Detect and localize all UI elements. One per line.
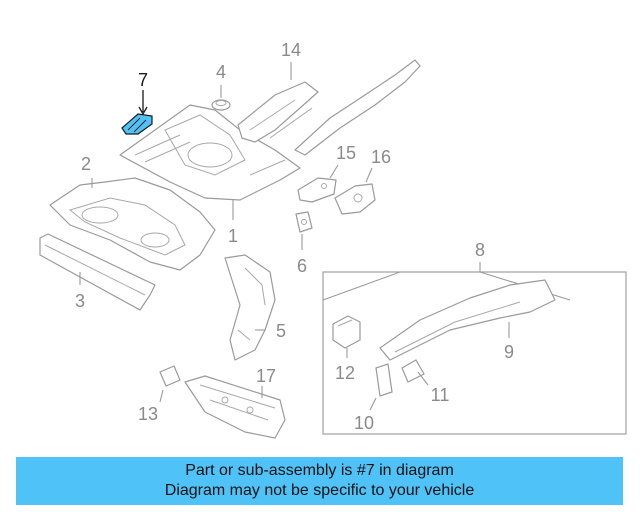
callout-1: 1 xyxy=(228,226,238,246)
part-12-bracket xyxy=(332,315,361,349)
callout-2: 2 xyxy=(81,154,91,174)
part-14-rail xyxy=(237,59,421,156)
part-3-crossmember xyxy=(39,233,156,311)
callout-13: 13 xyxy=(138,404,158,424)
callout-14: 14 xyxy=(281,40,301,60)
parts-diagram: 1 2 3 4 5 6 7 8 9 10 11 12 13 14 15 16 1… xyxy=(39,40,627,439)
part-2-front-floor-pan xyxy=(49,177,216,271)
callout-7: 7 xyxy=(138,70,148,90)
callout-5: 5 xyxy=(276,321,286,341)
part-4-plug xyxy=(211,99,231,111)
banner-line-1: Part or sub-assembly is #7 in diagram xyxy=(185,462,454,479)
callout-10: 10 xyxy=(354,413,374,433)
banner-line-2: Diagram may not be specific to your vehi… xyxy=(164,482,475,499)
callout-4: 4 xyxy=(216,62,226,82)
callout-9: 9 xyxy=(504,342,514,362)
info-banner: Part or sub-assembly is #7 in diagram Di… xyxy=(16,457,623,505)
callout-6: 6 xyxy=(297,256,307,276)
callout-11: 11 xyxy=(431,385,450,405)
callout-17: 17 xyxy=(256,366,276,386)
part-11-bracket xyxy=(401,359,425,383)
part-7-highlighted-bracket xyxy=(121,113,153,135)
part-9-side-rail xyxy=(379,279,556,361)
part-13-bracket xyxy=(159,365,181,387)
part-15-bracket xyxy=(297,177,337,203)
callout-3: 3 xyxy=(75,291,85,311)
callout-16: 16 xyxy=(371,147,391,167)
part-1-rear-floor-pan xyxy=(119,104,301,201)
part-10-gusset xyxy=(375,363,393,397)
callout-15: 15 xyxy=(336,143,356,163)
part-17-reinforcement xyxy=(184,375,286,439)
callout-8: 8 xyxy=(475,240,485,260)
callout-12: 12 xyxy=(335,363,355,383)
part-16-mount xyxy=(334,183,376,215)
part-5-side-panel xyxy=(224,254,276,361)
part-6-bracket xyxy=(295,211,313,233)
